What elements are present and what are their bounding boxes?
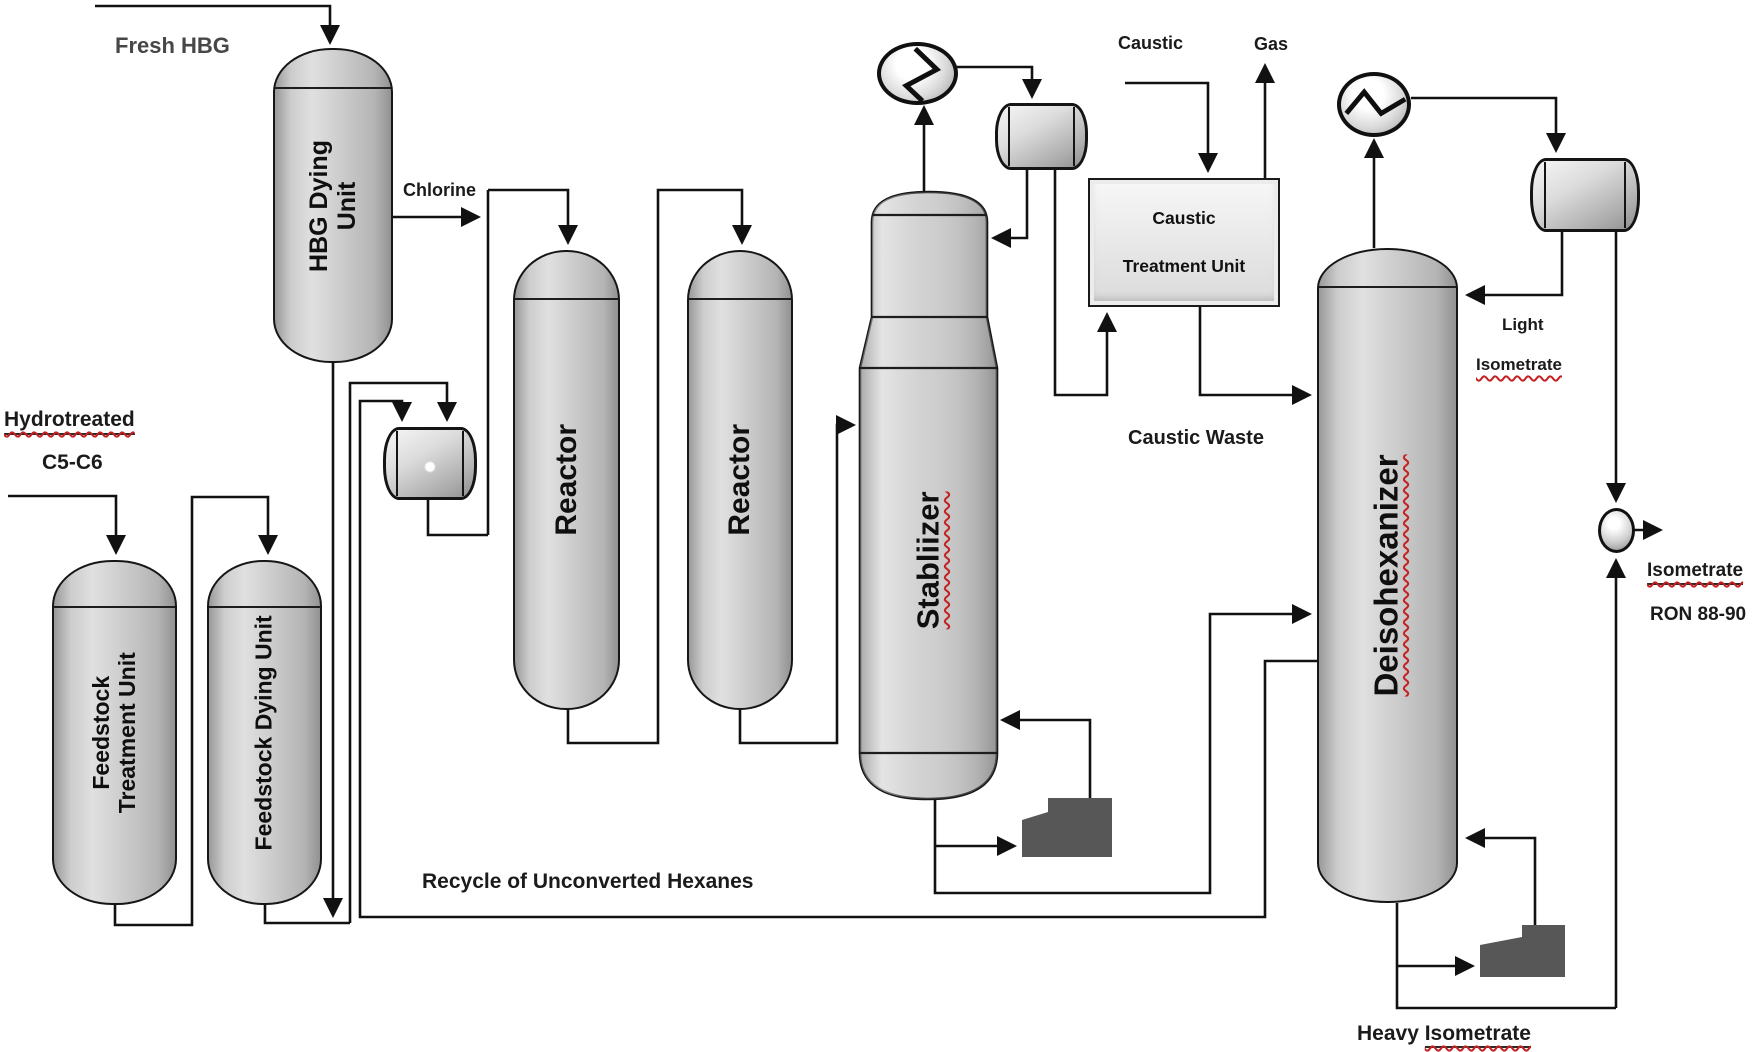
dih-condenser-icon bbox=[1337, 72, 1411, 137]
ftu-label-line1: Feedstock bbox=[87, 675, 114, 790]
reactor1-label: Reactor bbox=[549, 424, 583, 536]
ctu-label-line1: Caustic bbox=[1152, 207, 1216, 228]
caustic-waste-label: Caustic Waste bbox=[1128, 427, 1264, 449]
fresh-hbg-label: Fresh HBG bbox=[115, 33, 230, 58]
hydrotreated-label: Hydrotreated bbox=[4, 408, 135, 435]
pipe-ctu-to-dih bbox=[1198, 307, 1312, 405]
hbg-dying-unit-label-line1: HBG Dying bbox=[305, 139, 334, 272]
light-isometrate-label-line2: Isometrate bbox=[1476, 355, 1562, 374]
reactor1-vessel: Reactor bbox=[513, 250, 620, 710]
deisohexanizer-vessel: Deisohexanizer bbox=[1317, 248, 1458, 903]
ron-label: RON 88-90 bbox=[1650, 604, 1747, 625]
feed-drum bbox=[383, 427, 477, 500]
pipe-dih-bottoms bbox=[1395, 903, 1616, 1010]
pipe-reboiler1-return bbox=[1000, 710, 1092, 798]
chlorine-label: Chlorine bbox=[403, 180, 477, 200]
pipe-feed-riser-outer bbox=[348, 381, 457, 923]
deisohexanizer-label: Deisohexanizer bbox=[1368, 454, 1406, 697]
pipe-ftu-to-fdu bbox=[113, 495, 278, 927]
fdu-label: Feedstock Dying Unit bbox=[250, 614, 277, 851]
heavy-isometrate-word1: Heavy bbox=[1357, 1022, 1425, 1045]
pipe-reboiler2-return bbox=[1465, 828, 1537, 925]
caustic-treatment-unit: Caustic Treatment Unit bbox=[1088, 178, 1280, 307]
pipe-reflux1-return bbox=[991, 170, 1029, 248]
reactor2-label: Reactor bbox=[723, 424, 757, 536]
gas-label: Gas bbox=[1254, 34, 1289, 54]
c5-c6-label: C5-C6 bbox=[42, 451, 103, 474]
stabilizer-vessel bbox=[858, 190, 999, 801]
pipe-fdu-bottoms-header bbox=[263, 905, 350, 925]
pipe-reflux2-return bbox=[1465, 232, 1564, 305]
stabilizer-reflux-drum bbox=[995, 103, 1088, 170]
ftu-label-line2: Treatment Unit bbox=[113, 651, 140, 814]
pipe-stabilizer-bottoms-to-dih bbox=[933, 604, 1312, 895]
pipe-feeddrum-outlet bbox=[426, 500, 488, 537]
pipe-condenser2-to-drum bbox=[1411, 96, 1566, 153]
ctu-label-line2: Treatment Unit bbox=[1122, 256, 1246, 277]
caustic-label: Caustic bbox=[1118, 33, 1184, 53]
pipe-fresh-hbg-feed bbox=[95, 4, 340, 45]
pipe-recycle-line bbox=[358, 399, 1317, 919]
recycle-label: Recycle of Unconverted Hexanes bbox=[422, 870, 754, 893]
reboiler-pump-stabilizer bbox=[1022, 798, 1112, 857]
mixing-tee bbox=[1598, 508, 1635, 553]
light-isometrate-label-line1: Light bbox=[1502, 315, 1544, 334]
hbg-dying-unit-vessel: HBG Dying Unit bbox=[273, 48, 393, 363]
stabilizer-condenser-icon bbox=[877, 42, 958, 105]
reboiler-pump-dih bbox=[1480, 925, 1565, 977]
pipe-reactor2-to-stabilizer bbox=[738, 415, 856, 745]
pipe-reactor1-feed bbox=[488, 188, 578, 245]
pipe-caustic-feed bbox=[1125, 81, 1218, 173]
pipe-hydrotreated-feed bbox=[8, 494, 126, 555]
feedstock-dying-unit-vessel: Feedstock Dying Unit bbox=[207, 560, 322, 905]
dih-reflux-drum bbox=[1530, 158, 1640, 232]
hbg-dying-unit-label-line2: Unit bbox=[333, 181, 362, 230]
heavy-isometrate-word2: Isometrate bbox=[1424, 1022, 1531, 1048]
reactor2-vessel: Reactor bbox=[687, 250, 793, 710]
heavy-isometrate-label: Heavy Isometrate bbox=[1357, 1022, 1531, 1048]
pipe-drum1-to-ctu bbox=[1053, 170, 1117, 397]
isometrate-product-label: Isometrate bbox=[1647, 560, 1744, 585]
pipe-condenser1-to-drum bbox=[956, 65, 1042, 99]
pipe-reactor1-to-reactor2 bbox=[566, 188, 752, 745]
feedstock-treatment-unit-vessel: Feedstock Treatment Unit bbox=[52, 560, 177, 905]
